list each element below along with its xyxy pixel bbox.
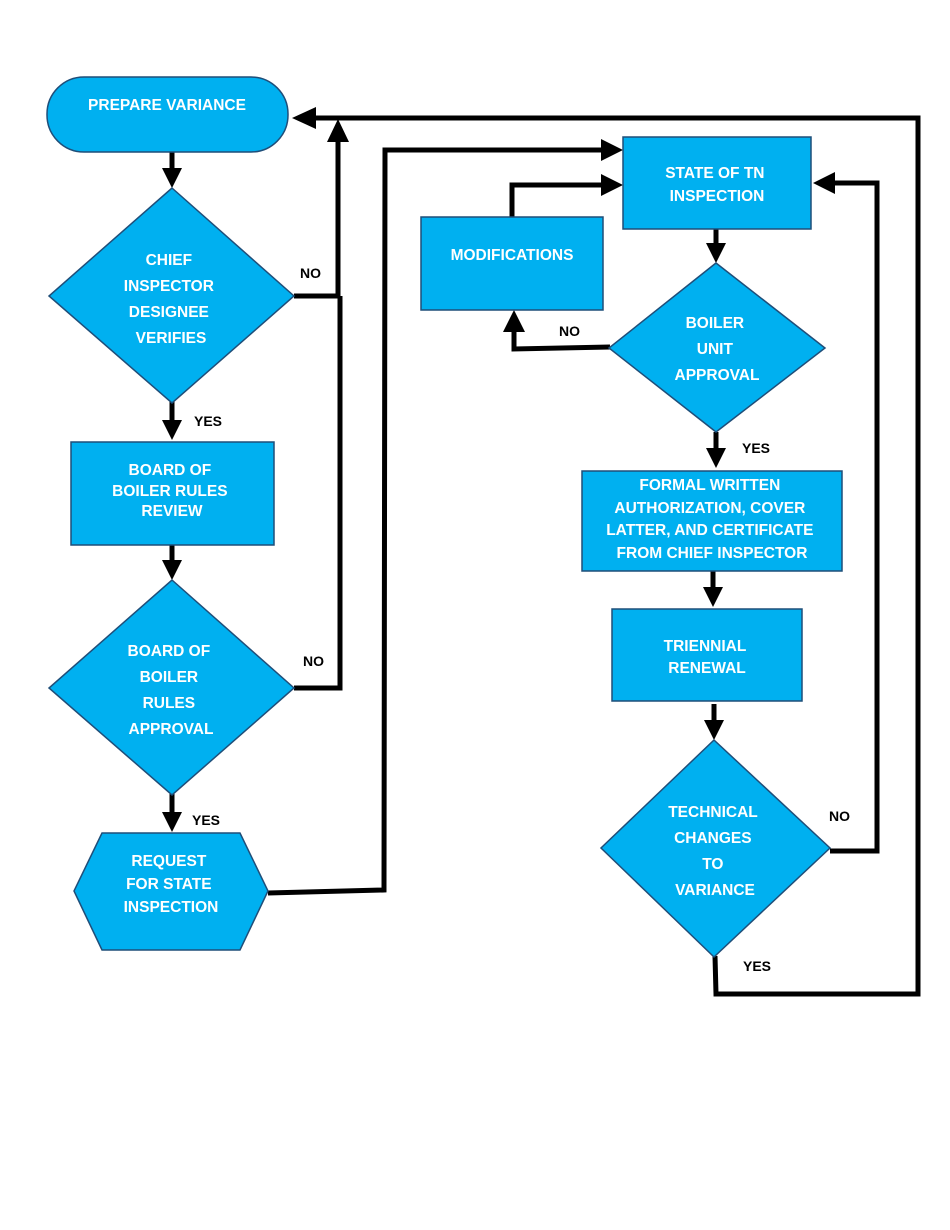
edge-label-technical-yes: YES xyxy=(743,958,771,974)
arrowhead-left-icon xyxy=(813,172,835,194)
arrowhead-left-icon xyxy=(292,107,316,129)
arrowhead-down-icon xyxy=(162,560,182,580)
edge-labels: NO YES NO YES NO YES NO YES xyxy=(192,265,850,974)
technical-changes-label: TECHNICAL CHANGES TO VARIANCE xyxy=(668,804,762,899)
edge-label-technical-no: NO xyxy=(829,808,850,824)
prepare-variance-terminator xyxy=(46,76,289,153)
arrowhead-down-icon xyxy=(162,812,182,832)
prepare-variance-label: PREPARE VARIANCE xyxy=(88,97,246,114)
boiler-unit-approval-decision xyxy=(607,262,827,433)
edge-label-chief-yes: YES xyxy=(194,413,222,429)
request-inspection-preparation xyxy=(73,832,269,951)
chief-inspector-label: CHIEF INSPECTOR DESIGNEE VERIFIES xyxy=(124,252,218,347)
connector-request-to-state xyxy=(267,147,603,896)
edge-label-boiler-yes: YES xyxy=(742,440,770,456)
board-review-process xyxy=(70,441,275,546)
board-review-label: BOARD OF BOILER RULES REVIEW xyxy=(112,462,232,520)
boiler-unit-approval-label: BOILER UNIT APPROVAL xyxy=(675,315,760,384)
technical-changes-decision xyxy=(599,738,832,959)
arrowhead-right-icon xyxy=(601,139,623,161)
arrowhead-down-icon xyxy=(162,168,182,188)
arrowhead-up-icon xyxy=(327,119,349,142)
edge-label-boiler-no: NO xyxy=(559,323,580,339)
modifications-label: MODIFICATIONS xyxy=(451,247,574,264)
state-inspection-process xyxy=(622,136,812,230)
connector-boiler-no xyxy=(511,330,611,352)
formal-authorization-process xyxy=(581,470,843,572)
connector-technical-yes xyxy=(314,115,921,997)
shapes xyxy=(46,76,843,959)
board-approval-decision xyxy=(47,579,296,796)
connector-modifications-to-state xyxy=(509,182,603,217)
connectors xyxy=(162,107,921,997)
edge-label-approval-no: NO xyxy=(303,653,324,669)
state-inspection-label: STATE OF TN INSPECTION xyxy=(665,165,769,205)
board-approval-label: BOARD OF BOILER RULES APPROVAL xyxy=(128,643,215,738)
triennial-renewal-label: TRIENNIAL RENEWAL xyxy=(664,638,751,677)
formal-authorization-label: FORMAL WRITTEN AUTHORIZATION, COVER LATT… xyxy=(606,477,818,562)
chief-inspector-decision xyxy=(47,187,296,404)
request-inspection-label: REQUEST FOR STATE INSPECTION xyxy=(124,853,219,916)
triennial-renewal-process xyxy=(611,608,803,702)
arrowhead-down-icon xyxy=(162,420,182,440)
connector-approval-no xyxy=(294,296,343,691)
arrowhead-right-icon xyxy=(601,174,623,196)
modifications-process xyxy=(420,216,604,311)
connector-technical-no xyxy=(830,180,880,854)
arrowhead-up-icon xyxy=(503,310,525,332)
edge-label-chief-no: NO xyxy=(300,265,321,281)
arrowhead-down-icon xyxy=(706,448,726,468)
arrowhead-down-icon xyxy=(703,587,723,607)
arrowhead-down-icon xyxy=(706,243,726,263)
node-labels: PREPARE VARIANCE CHIEF INSPECTOR DESIGNE… xyxy=(88,97,818,916)
edge-label-approval-yes: YES xyxy=(192,812,220,828)
arrowhead-down-icon xyxy=(704,720,724,740)
